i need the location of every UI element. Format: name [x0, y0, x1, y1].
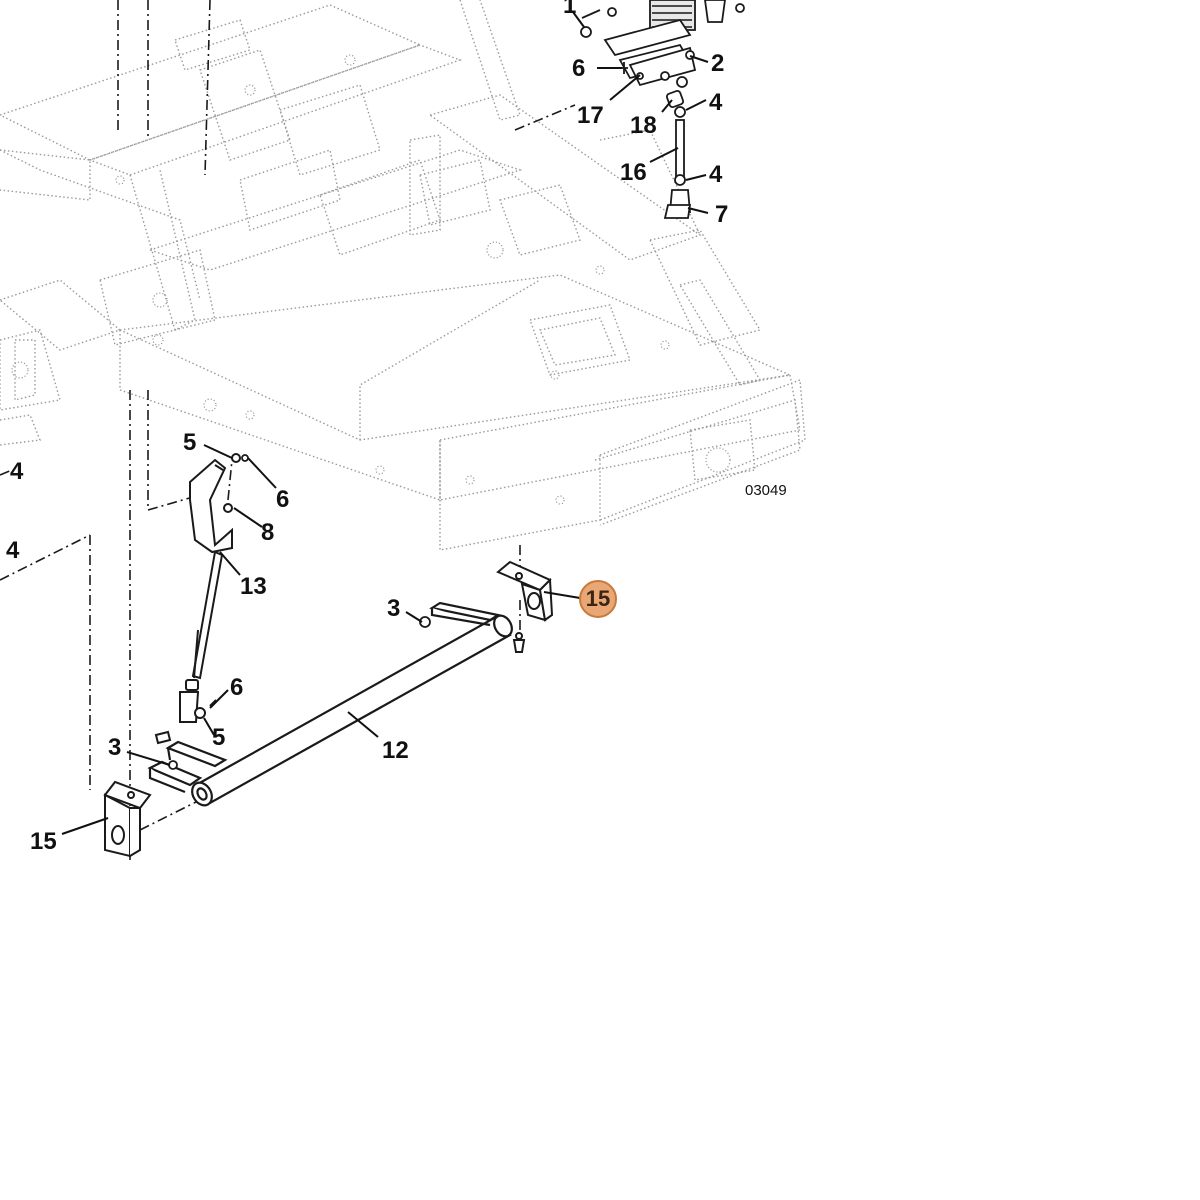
callout-18: 18	[630, 112, 657, 139]
callout-5-upper: 5	[183, 429, 197, 456]
callout-3-right: 3	[387, 595, 401, 622]
callout-6-lower: 6	[230, 674, 244, 701]
callout-5-lower: 5	[212, 724, 226, 751]
callout-7: 7	[715, 201, 729, 228]
callout-1: 1	[563, 0, 577, 19]
callout-6-upper: 6	[572, 55, 586, 82]
callout-2: 2	[711, 50, 725, 77]
callout-17: 17	[577, 102, 604, 129]
callout-6-arm: 6	[276, 486, 290, 513]
center-lines	[0, 0, 576, 860]
callout-12: 12	[382, 737, 409, 764]
callout-4-upper: 4	[709, 89, 723, 116]
leader-lines	[61, 11, 709, 835]
callout-3-left: 3	[108, 734, 122, 761]
cross-tube	[147, 601, 513, 807]
callout-15-highlighted[interactable]: 15	[579, 580, 617, 618]
callout-15-left: 15	[30, 828, 57, 855]
callout-4-mid: 4	[709, 161, 723, 188]
callout-4-left-lower: 4	[6, 537, 20, 564]
bracket-15-right	[496, 560, 554, 653]
callout-4-left-upper: 4	[10, 458, 24, 485]
callout-13: 13	[240, 573, 267, 600]
callout-8: 8	[261, 519, 275, 546]
drawing-number: 03049	[745, 482, 787, 499]
callout-16: 16	[620, 159, 647, 186]
bracket-15-left	[103, 780, 152, 858]
lift-arm	[154, 453, 241, 745]
